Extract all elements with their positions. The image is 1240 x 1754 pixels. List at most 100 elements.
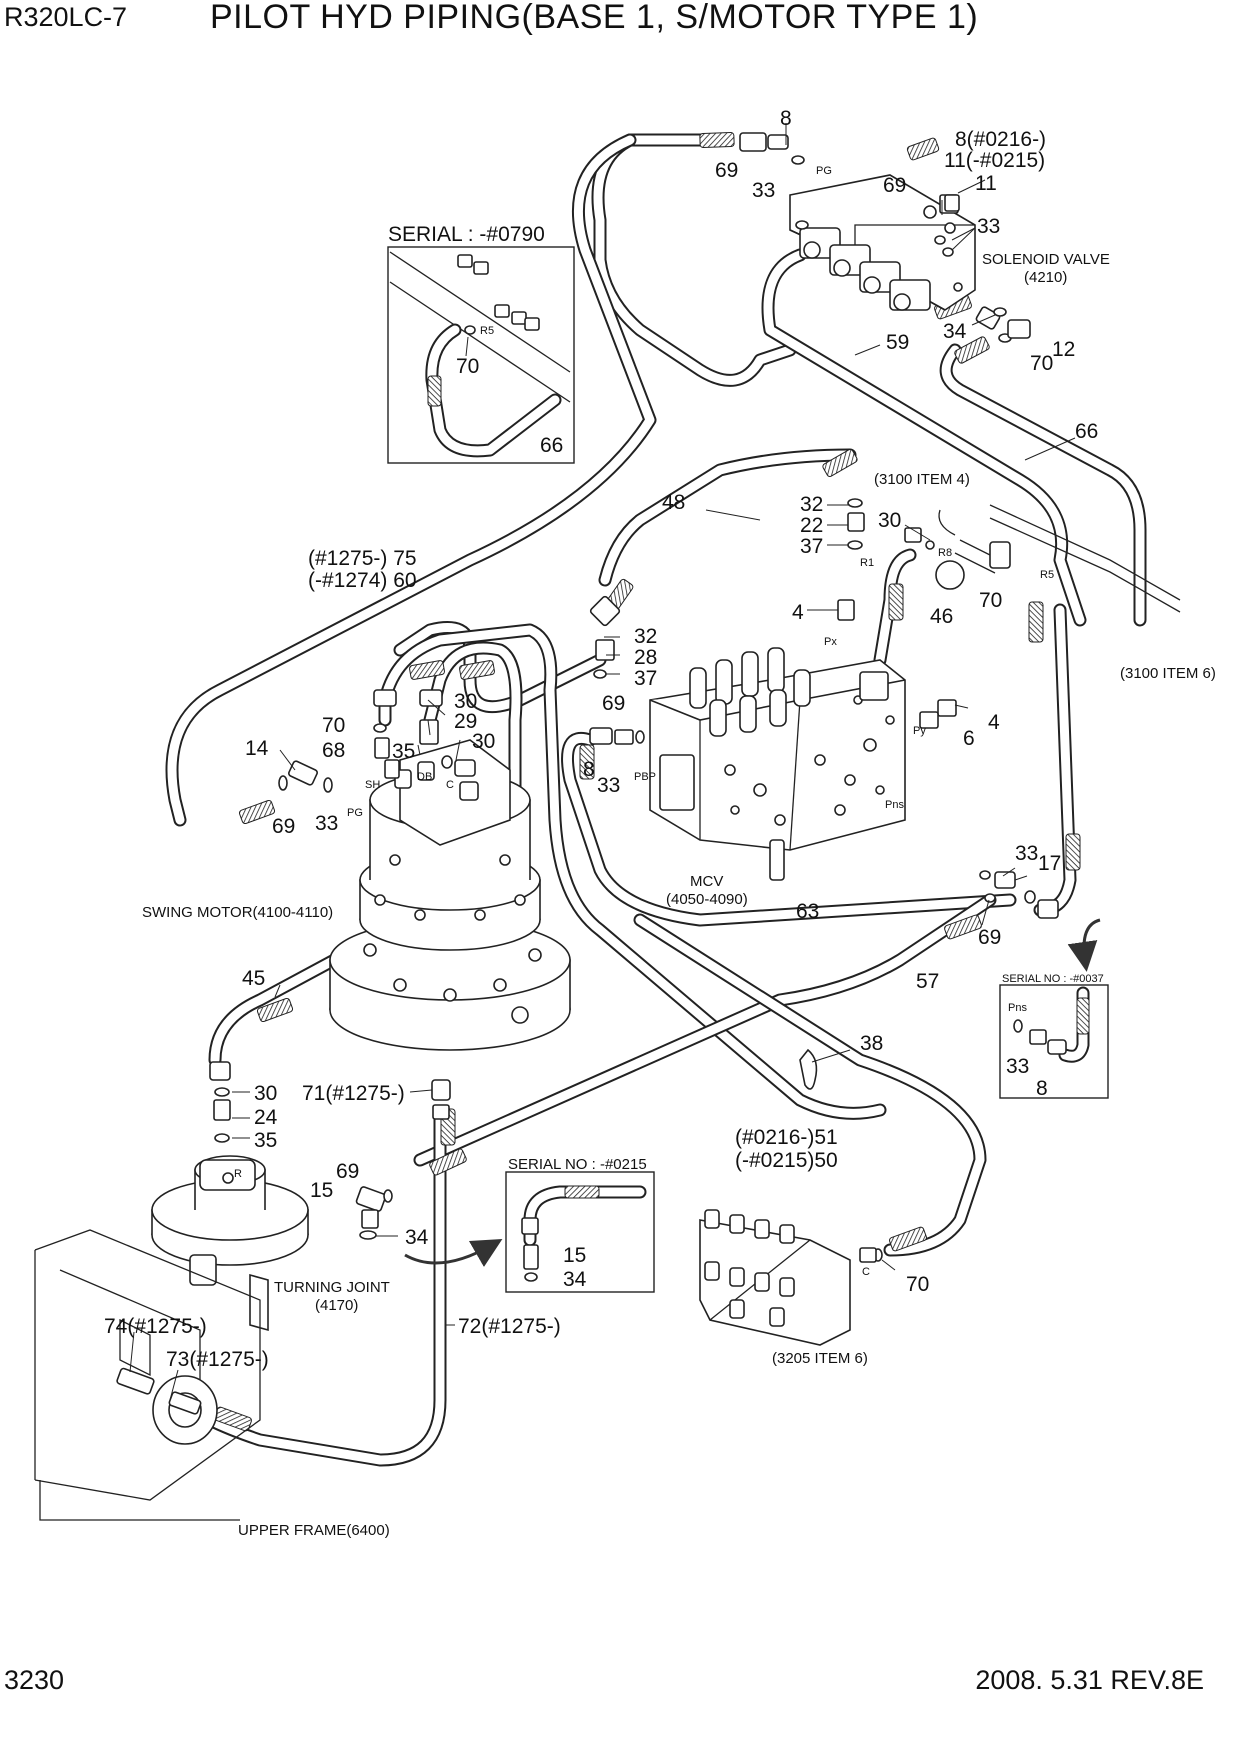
callout-66-inset: 66: [540, 434, 563, 457]
callout-38: 38: [860, 1032, 883, 1055]
callout-75: (#1275-) 75: [308, 547, 417, 570]
hose-66-right: [939, 343, 1147, 627]
callout-60: (-#1274) 60: [308, 569, 417, 592]
port-sh: SH: [365, 779, 380, 791]
callout-70-sv: 70: [1030, 352, 1053, 375]
callout-66: 66: [1075, 420, 1098, 443]
callout-70-inset: 70: [456, 355, 479, 378]
callout-69-pns: 69: [978, 926, 1001, 949]
port-r5-inset: R5: [480, 325, 494, 337]
pipe-3100: [935, 504, 1181, 613]
page-number: 3230: [4, 1665, 65, 1695]
callout-8-mcv: 8: [583, 758, 595, 781]
callout-69-mcv: 69: [602, 692, 625, 715]
callout-34-sv: 34: [943, 320, 967, 343]
callout-6: 6: [963, 727, 975, 750]
callout-69-15: 69: [336, 1160, 359, 1183]
port-r1: R1: [860, 557, 874, 569]
callout-45: 45: [242, 967, 265, 990]
motor-hoses: [378, 623, 887, 1120]
callout-15: 15: [310, 1179, 333, 1202]
item-3100-4-label: (3100 ITEM 4): [874, 471, 970, 488]
mcv-valve-block: [649, 647, 906, 881]
remote-control-valve: [699, 1209, 851, 1346]
port-r5: R5: [1040, 569, 1054, 581]
port-pbp: PBP: [634, 771, 656, 783]
port-r-joint: R: [234, 1168, 242, 1180]
hose-48: [598, 448, 857, 587]
callout-34-15: 34: [405, 1226, 429, 1249]
callout-11-0215: 11(-#0215): [944, 149, 1045, 172]
callouts: 8 69 33 8(#0216-) 11(-#0215) 69 11 33 34…: [104, 107, 1098, 1371]
callout-63: 63: [796, 900, 819, 923]
callout-37-b: 37: [634, 667, 657, 690]
port-c-motor: C: [446, 779, 454, 791]
port-labels: PG R5 R8 R1 Px Py PBP Pns PG SH DB C C R: [234, 165, 1054, 1278]
callout-74: 74(#1275-): [104, 1315, 207, 1338]
callout-33-top: 33: [752, 179, 775, 202]
callout-57: 57: [916, 970, 939, 993]
callout-73: 73(#1275-): [166, 1348, 269, 1371]
callout-33-inset: 33: [1006, 1055, 1029, 1078]
callout-8-inset: 8: [1036, 1077, 1048, 1100]
hose-75-60: [393, 621, 607, 714]
port-r8: R8: [938, 547, 952, 559]
callout-33-pns: 33: [1015, 842, 1038, 865]
callout-12-sv: 12: [1052, 338, 1075, 361]
mcv-ref: (4050-4090): [666, 891, 748, 908]
callout-30-m2: 30: [472, 730, 495, 753]
port-py: Py: [913, 725, 926, 737]
inset-serial-0037: SERIAL NO : -#0037 Pns 33 8: [999, 918, 1109, 1100]
model-number: R320LC-7: [4, 2, 128, 32]
callout-8-0216: 8(#0216-): [955, 128, 1046, 151]
turning-joint-label: TURNING JOINT: [274, 1279, 390, 1296]
leader-lines: [129, 123, 1076, 1401]
callout-30-m1: 30: [454, 690, 477, 713]
hose-63: [561, 732, 1017, 927]
hose-51-50: [633, 913, 987, 1257]
port-c-remote: C: [862, 1266, 870, 1278]
callout-33-m: 33: [315, 812, 338, 835]
swing-motor-label: SWING MOTOR(4100-4110): [142, 904, 333, 921]
port-pns-inset: Pns: [1008, 1002, 1027, 1014]
callout-15-inset: 15: [563, 1244, 586, 1267]
callout-35-m: 35: [392, 740, 415, 763]
port-pns: Pns: [885, 799, 904, 811]
callout-59: 59: [886, 331, 909, 354]
callout-29: 29: [454, 710, 477, 733]
callout-32-a: 32: [800, 493, 823, 516]
port-px: Px: [824, 636, 837, 648]
callout-14: 14: [245, 737, 269, 760]
callout-69-m: 69: [272, 815, 295, 838]
callout-28: 28: [634, 646, 657, 669]
callout-4-py: 4: [988, 711, 1000, 734]
port-db: DB: [417, 771, 432, 783]
hose-66: [165, 133, 797, 827]
callout-33-mcv: 33: [597, 774, 620, 797]
turning-joint: [151, 1155, 309, 1332]
callout-11-sv: 11: [975, 172, 997, 195]
port-pg-top: PG: [816, 165, 832, 177]
callout-51: (#0216-)51: [735, 1126, 838, 1149]
upper-frame-label: UPPER FRAME(6400): [238, 1522, 390, 1539]
turning-joint-ref: (4170): [315, 1297, 358, 1314]
item-3205-6-label: (3205 ITEM 6): [772, 1350, 868, 1367]
callout-72: 72(#1275-): [458, 1315, 561, 1338]
upper-frame: [34, 1229, 261, 1521]
callout-34-inset: 34: [563, 1268, 587, 1291]
callout-17: 17: [1038, 852, 1061, 875]
inset-serial-0215: SERIAL NO : -#0215 15 34: [404, 1156, 655, 1293]
fittings: [209, 132, 1059, 1263]
hose-57: [413, 893, 997, 1167]
component-labels: SOLENOID VALVE (4210) MCV (4050-4090) SW…: [142, 251, 1216, 1539]
revision-date: 2008. 5.31 REV.8E: [975, 1665, 1204, 1695]
callout-4-px: 4: [792, 601, 804, 624]
callout-30-r8: 30: [878, 509, 901, 532]
swing-motor: [329, 739, 571, 1051]
solenoid-valve: [789, 174, 1001, 330]
solenoid-valve-label: SOLENOID VALVE: [982, 251, 1110, 268]
inset-title-0037: SERIAL NO : -#0037: [1002, 973, 1104, 985]
callout-50: (-#0215)50: [735, 1149, 838, 1172]
callout-22: 22: [800, 514, 823, 537]
